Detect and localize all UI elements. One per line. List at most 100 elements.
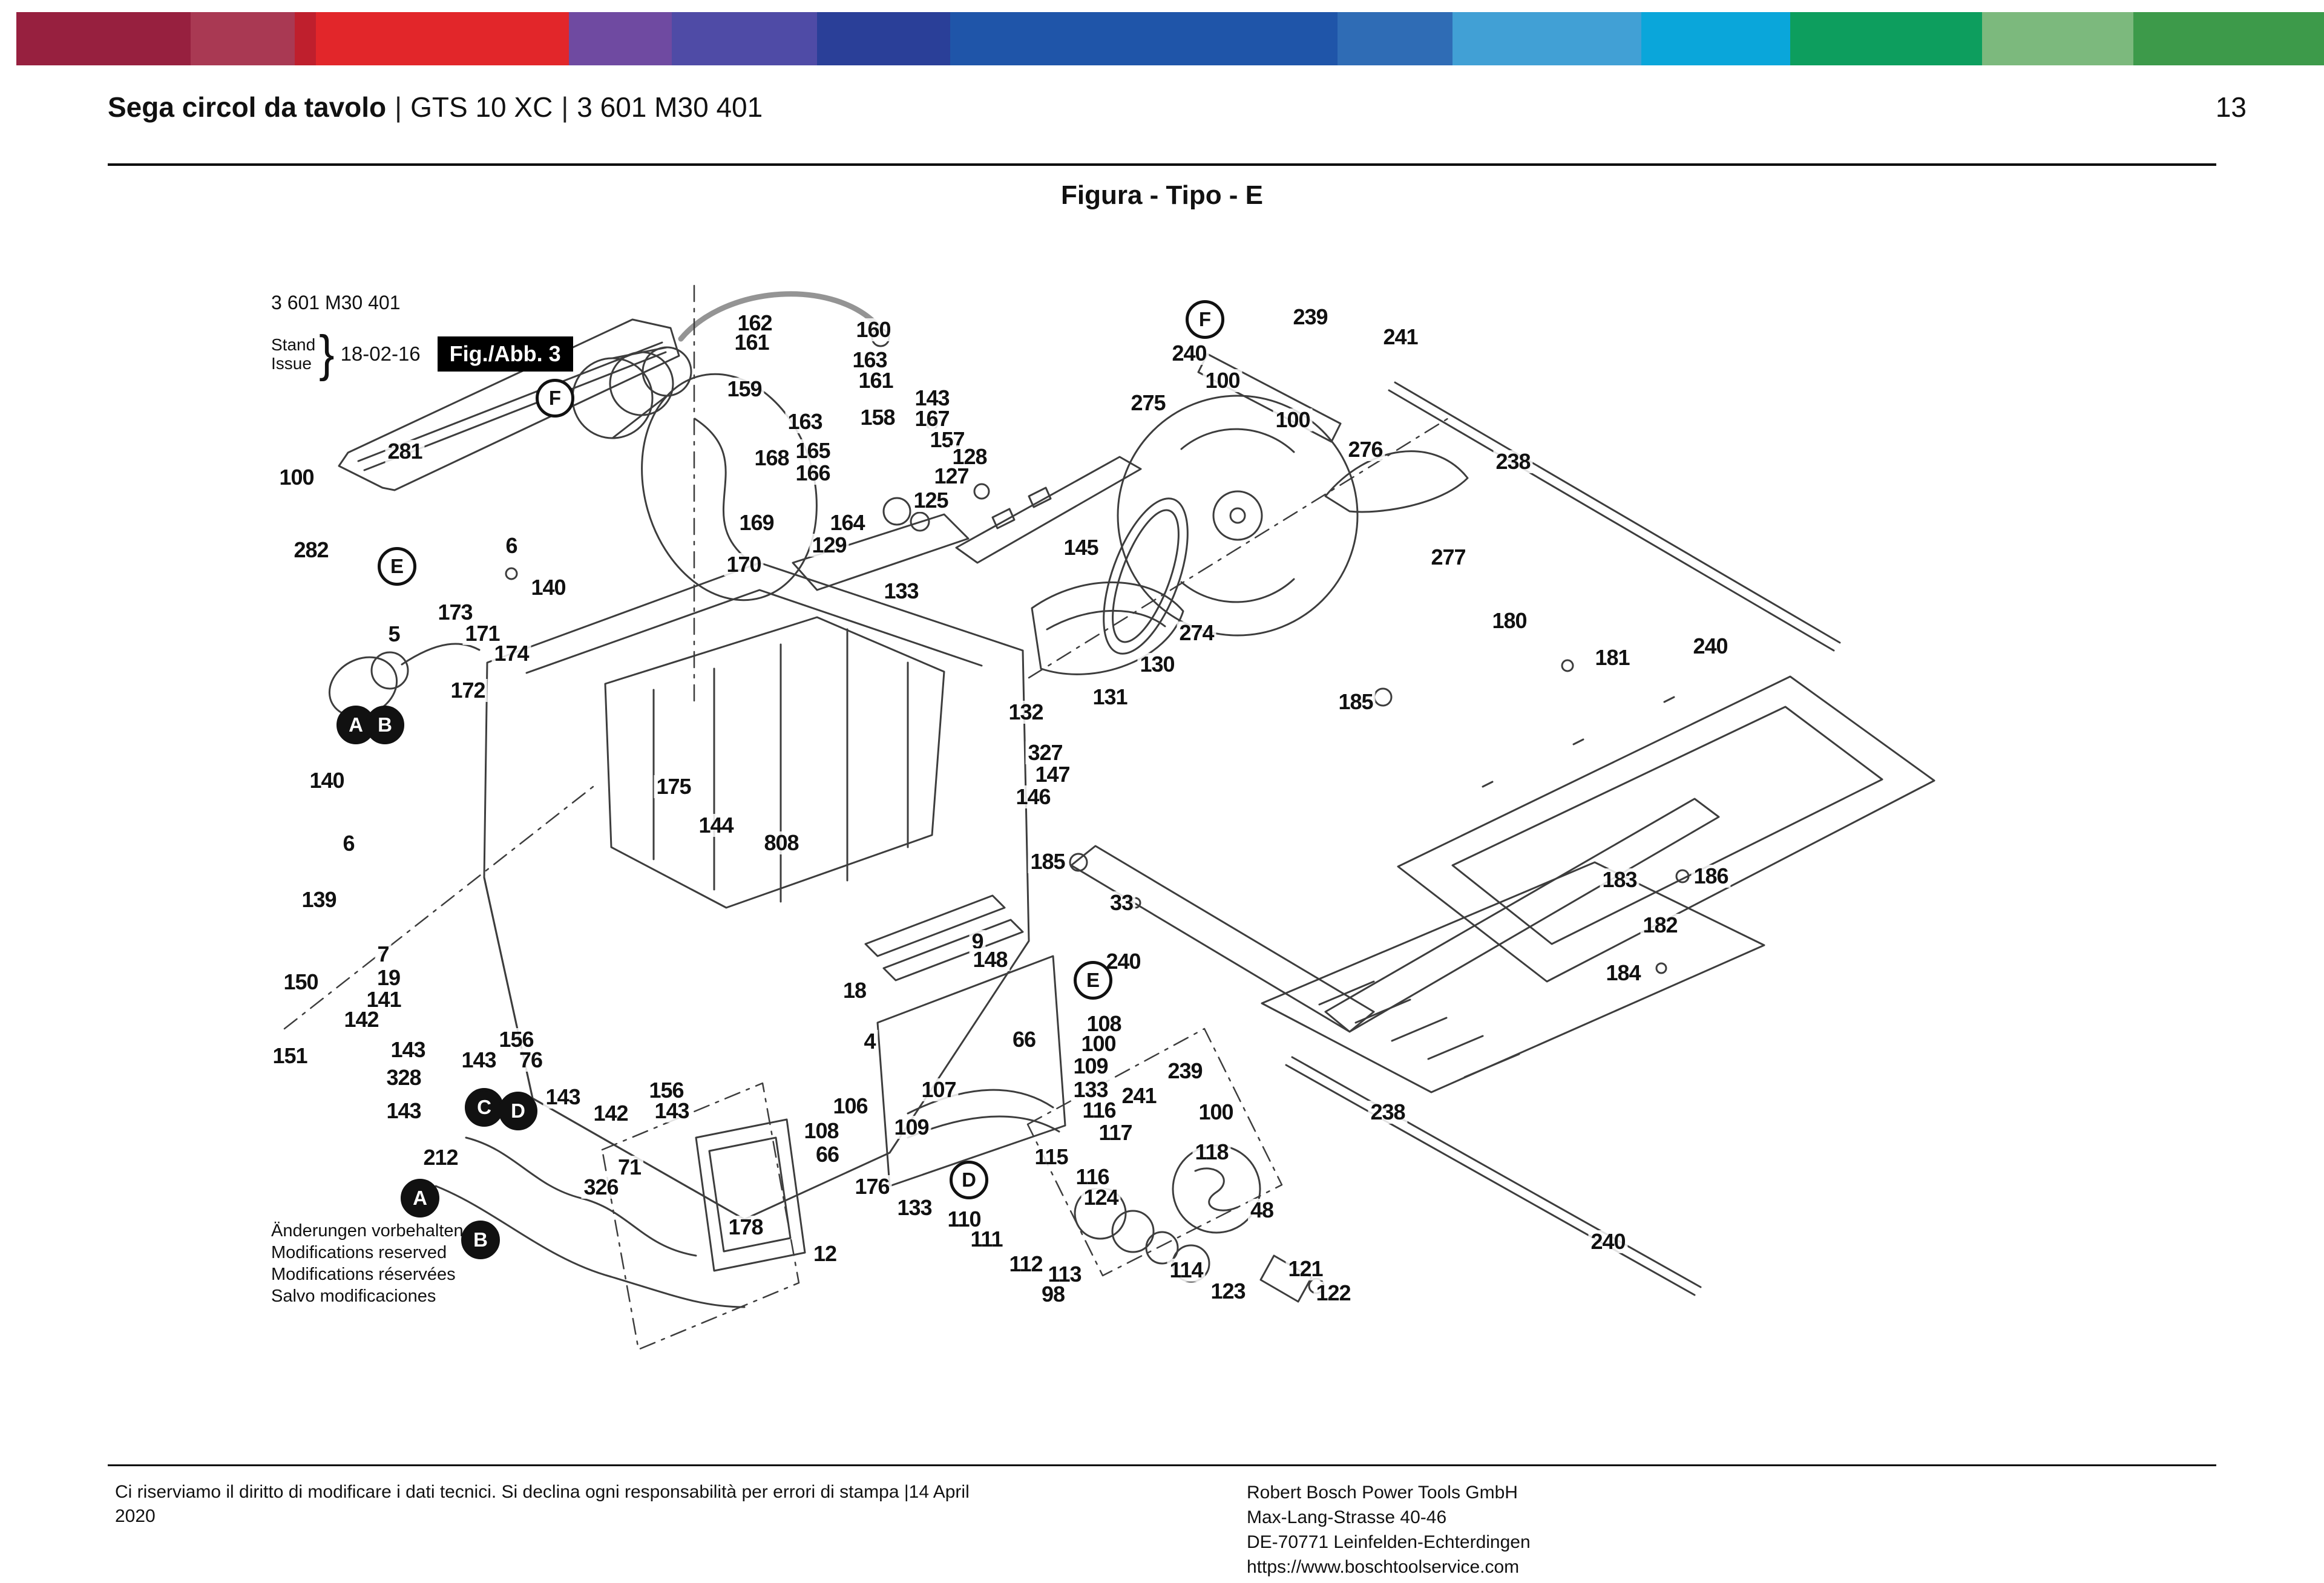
part-callout-5: 5 — [386, 623, 402, 646]
part-callout-100: 100 — [277, 466, 317, 489]
separator: | — [561, 91, 569, 123]
part-callout-156: 156 — [496, 1028, 536, 1051]
footer-address: Robert Bosch Power Tools GmbH Max-Lang-S… — [1247, 1480, 1531, 1579]
part-callout-116: 116 — [1073, 1165, 1112, 1188]
part-callout-170: 170 — [724, 553, 764, 576]
part-callout-111: 111 — [968, 1228, 1005, 1251]
issue-date: 18-02-16 — [340, 342, 421, 365]
banner-segment — [1982, 12, 2133, 65]
part-callout-143: 143 — [652, 1100, 692, 1123]
part-callout-169: 169 — [737, 511, 776, 534]
part-callout-151: 151 — [270, 1044, 310, 1067]
part-callout-274: 274 — [1177, 621, 1216, 644]
part-callout-130: 130 — [1137, 653, 1177, 676]
banner-segment — [1452, 12, 1641, 65]
part-callout-178: 178 — [726, 1216, 766, 1239]
part-callout-166: 166 — [793, 462, 833, 485]
note-line: Modifications réservées — [271, 1265, 456, 1284]
part-callout-110: 110 — [945, 1208, 983, 1231]
part-callout-326: 326 — [581, 1176, 621, 1199]
part-callout-185: 185 — [1028, 850, 1068, 873]
part-callout-239: 239 — [1165, 1060, 1205, 1083]
part-callout-212: 212 — [421, 1146, 461, 1169]
banner-segment — [950, 12, 1338, 65]
part-callout-143: 143 — [388, 1038, 428, 1061]
part-callout-125: 125 — [911, 489, 951, 512]
part-callout-157: 157 — [927, 428, 967, 451]
part-callout-109: 109 — [891, 1116, 931, 1139]
part-callout-146: 146 — [1013, 785, 1053, 808]
part-callout-144: 144 — [696, 814, 736, 837]
part-callout-175: 175 — [654, 775, 694, 798]
banner-segment — [672, 12, 817, 65]
part-callout-18: 18 — [840, 979, 869, 1002]
modification-notes: Änderungen vorbehalten Modifications res… — [271, 1220, 464, 1307]
part-callout-174: 174 — [491, 642, 531, 665]
assembly-badge-E: E — [1074, 961, 1112, 1000]
part-callout-7: 7 — [375, 943, 392, 966]
part-callout-281: 281 — [385, 440, 425, 463]
model-name: GTS 10 XC — [410, 91, 553, 123]
part-callout-240: 240 — [1103, 950, 1143, 973]
issue-label: Issue — [271, 353, 312, 373]
footer-disclaimer: Ci riserviamo il diritto di modificare i… — [115, 1480, 1174, 1529]
part-callout-140: 140 — [307, 769, 347, 792]
part-callout-132: 132 — [1006, 701, 1046, 724]
assembly-badge-F: F — [1186, 300, 1224, 339]
part-callout-238: 238 — [1493, 450, 1533, 473]
diagram-part-number: 3 601 M30 401 — [271, 292, 401, 313]
assembly-badge-B: B — [366, 706, 404, 744]
part-callout-186: 186 — [1691, 865, 1731, 888]
part-callout-140: 140 — [528, 576, 568, 599]
part-callout-183: 183 — [1600, 868, 1640, 891]
disclaimer-year: 2020 — [115, 1506, 156, 1526]
part-callout-282: 282 — [291, 539, 331, 562]
part-callout-239: 239 — [1290, 306, 1330, 329]
note-line: Modifications reserved — [271, 1243, 447, 1262]
part-callout-19: 19 — [374, 966, 403, 989]
part-callout-180: 180 — [1489, 609, 1529, 632]
part-callout-129: 129 — [809, 534, 849, 557]
part-callout-76: 76 — [516, 1049, 545, 1072]
part-callout-108: 108 — [1084, 1012, 1124, 1035]
banner-segment — [16, 12, 191, 65]
part-callout-127: 127 — [931, 465, 971, 488]
part-callout-4: 4 — [861, 1030, 878, 1053]
part-callout-133: 133 — [1071, 1078, 1111, 1101]
part-callout-143: 143 — [543, 1086, 583, 1109]
stand-label: Stand — [271, 335, 316, 354]
part-callout-176: 176 — [852, 1175, 892, 1198]
part-callout-164: 164 — [827, 511, 867, 534]
company-city: DE-70771 Leinfelden-Echterdingen — [1247, 1532, 1531, 1552]
part-callout-160: 160 — [853, 318, 893, 341]
banner-segment — [1338, 12, 1452, 65]
part-callout-117: 117 — [1096, 1121, 1135, 1144]
banner-segment — [569, 12, 672, 65]
part-callout-167: 167 — [912, 407, 952, 430]
assembly-badge-E: E — [378, 547, 416, 586]
part-callout-159: 159 — [724, 378, 764, 401]
part-callout-115: 115 — [1032, 1145, 1071, 1168]
banner-segment — [817, 12, 950, 65]
part-callout-124: 124 — [1081, 1186, 1121, 1209]
part-callout-12: 12 — [810, 1242, 839, 1265]
part-callout-6: 6 — [340, 832, 357, 855]
part-callout-162: 162 — [735, 312, 775, 335]
part-callout-48: 48 — [1247, 1199, 1276, 1222]
part-callout-116: 116 — [1080, 1099, 1118, 1122]
part-callout-118: 118 — [1192, 1141, 1231, 1164]
note-line: Änderungen vorbehalten — [271, 1221, 464, 1241]
part-callout-150: 150 — [281, 971, 321, 994]
part-callout-100: 100 — [1273, 408, 1313, 431]
part-callout-161: 161 — [732, 331, 772, 354]
assembly-badge-F: F — [536, 379, 574, 418]
part-callout-114: 114 — [1167, 1259, 1206, 1282]
info-block: 3 601 M30 401 Stand Issue } 18-02-16 Fig… — [271, 292, 573, 382]
figure-title: Figura - Tipo - E — [1060, 180, 1264, 210]
part-callout-139: 139 — [299, 888, 339, 911]
brace-glyph: } — [319, 325, 335, 382]
part-callout-238: 238 — [1368, 1101, 1408, 1124]
